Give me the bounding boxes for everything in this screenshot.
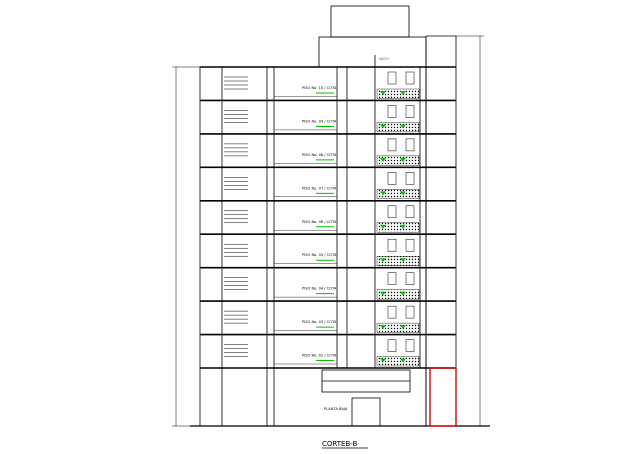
core-box (387, 71, 397, 85)
stair-flight (376, 222, 420, 233)
core-box (405, 71, 415, 85)
level-marker-icon (380, 191, 386, 196)
floor-label: PISO No. 02 / COTA (302, 354, 337, 358)
floor-label: PISO No. 07 / COTA (302, 186, 337, 190)
core-box (387, 238, 397, 252)
level-marker-icon (400, 358, 406, 363)
core-box (387, 105, 397, 118)
level-marker-icon (380, 325, 386, 330)
level-marker-icon (400, 157, 406, 162)
core-box (387, 339, 397, 352)
level-marker-icon (400, 224, 406, 229)
drawing-title: CORTEB-B (322, 440, 358, 448)
core-box (405, 305, 415, 319)
level-marker-icon (400, 325, 406, 330)
level-marker-icon (400, 91, 406, 95)
stair-flight (376, 155, 420, 166)
core-box (405, 205, 415, 219)
roof-machine-room (318, 36, 427, 68)
level-marker-icon (380, 258, 386, 263)
floor-label: PISO No. 03 / COTA (302, 320, 337, 324)
level-marker-icon (380, 224, 386, 229)
level-marker-icon (380, 358, 386, 363)
level-marker-icon (400, 124, 406, 129)
core-box (387, 305, 397, 319)
stair-flight (376, 356, 420, 367)
core-box (405, 272, 415, 285)
floor-label: PISO No. 10 / COTA (302, 86, 337, 90)
building-outline (172, 5, 490, 427)
stair-flight (376, 122, 420, 133)
floor-label: PISO No. 08 / COTA (302, 153, 337, 157)
roof-box (330, 5, 410, 38)
level-marker-icon (380, 91, 386, 95)
stair-flight (376, 189, 420, 199)
core-box (405, 105, 415, 118)
core-box (405, 172, 415, 185)
stair-flight (376, 289, 420, 300)
stair-flight (376, 322, 420, 333)
level-marker-icon (400, 258, 406, 263)
floor-slabs (200, 66, 456, 369)
entrance-door (351, 397, 381, 427)
core-box (405, 138, 415, 152)
core-box (387, 138, 397, 152)
floor-label: PISO No. 09 / COTA (302, 119, 337, 123)
lift-shaft-outline (429, 367, 457, 427)
floor-label: PISO No. 05 / COTA (302, 253, 337, 257)
core-box (405, 238, 415, 252)
level-marker-icon (380, 157, 386, 162)
core-box (387, 205, 397, 219)
stair-flight (376, 256, 420, 266)
level-marker-icon (380, 291, 386, 296)
level-marker-icon (400, 191, 406, 196)
stair-flight (376, 88, 420, 99)
floor-label: PISO No. 04 / COTA (302, 287, 337, 291)
floor-label-group: PISO No. 10 / COTA PISO No. 09 / COTA PISO… (302, 86, 337, 362)
core-box (387, 172, 397, 185)
floor-label: PISO No. 06 / COTA (302, 220, 337, 224)
roof-label: VACIO (379, 57, 389, 61)
core-box (387, 272, 397, 285)
ground-label: PLANTA BAJA (324, 407, 348, 411)
core-box (405, 339, 415, 352)
level-marker-icon (400, 291, 406, 296)
level-marker-icon (380, 124, 386, 129)
